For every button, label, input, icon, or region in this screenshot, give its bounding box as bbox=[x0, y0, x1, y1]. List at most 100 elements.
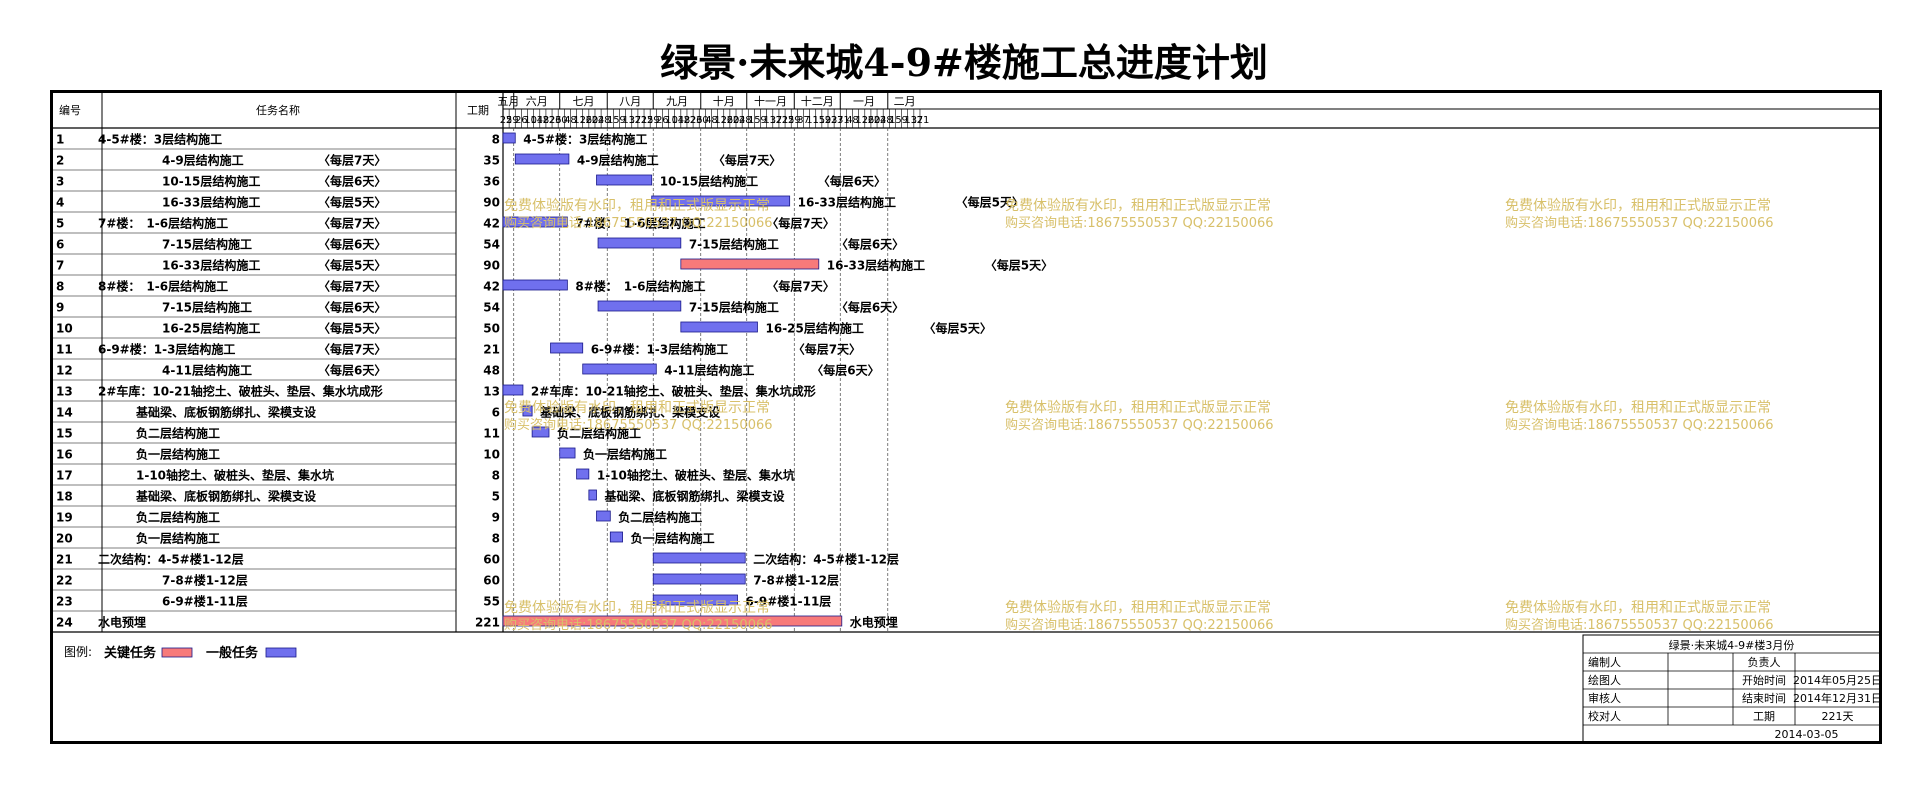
info-box-cell: 审核人 bbox=[1588, 691, 1621, 705]
day-label: 25 bbox=[641, 115, 654, 126]
task-id: 20 bbox=[56, 532, 73, 546]
day-label: 21 bbox=[635, 115, 648, 126]
watermark-text: 购买咨询电话:18675550537 QQ:22150066 bbox=[1005, 417, 1274, 433]
task-id: 8 bbox=[56, 280, 64, 294]
task-duration: 8 bbox=[492, 133, 500, 147]
month-label: 九月 bbox=[666, 95, 688, 108]
task-id: 4 bbox=[56, 196, 64, 210]
watermark-text: 免费体验版有水印，租用和正式版显示正常 bbox=[1505, 198, 1771, 214]
info-box-date: 2014-03-05 bbox=[1775, 728, 1839, 741]
info-box-cell: 221天 bbox=[1822, 710, 1854, 723]
task-id: 17 bbox=[56, 469, 73, 483]
task-rate: 〈每层5天〉 bbox=[318, 195, 386, 210]
bar-label: 水电预埋 bbox=[850, 615, 898, 630]
day-label: 1 bbox=[748, 115, 754, 126]
day-label: 18 bbox=[678, 115, 691, 126]
bar-rate-label: 〈每层6天〉 bbox=[836, 300, 904, 315]
task-duration: 35 bbox=[483, 154, 500, 168]
info-box-cell: 绘图人 bbox=[1588, 673, 1621, 687]
task-name: 二次结构：4-5#楼1-12层 bbox=[98, 552, 244, 567]
info-box-cell: 结束时间 bbox=[1742, 692, 1786, 705]
task-bar bbox=[582, 363, 657, 375]
day-label: 12 bbox=[573, 115, 586, 126]
day-label: 22 bbox=[684, 115, 697, 126]
task-bar bbox=[609, 531, 623, 543]
day-label: 30 bbox=[555, 115, 568, 126]
day-label: 13 bbox=[904, 115, 917, 126]
watermark-text: 免费体验版有水印，租用和正式版显示正常 bbox=[504, 400, 770, 416]
day-label: 17 bbox=[770, 115, 783, 126]
bar-rate-label: 〈每层6天〉 bbox=[836, 237, 904, 252]
task-id: 13 bbox=[56, 385, 73, 399]
day-label: 20 bbox=[868, 115, 881, 126]
watermark-text: 购买咨询电话:18675550537 QQ:22150066 bbox=[1005, 617, 1274, 633]
task-name: 8#楼： 1-6层结构施工 bbox=[98, 279, 228, 294]
bar-rate-label: 〈每层6天〉 bbox=[811, 363, 879, 378]
task-duration: 42 bbox=[483, 217, 500, 231]
day-label: 5 bbox=[895, 115, 901, 126]
task-id: 11 bbox=[56, 343, 73, 357]
day-label: 13 bbox=[763, 115, 776, 126]
task-bar bbox=[597, 300, 682, 312]
task-name: 7-15层结构施工 bbox=[162, 300, 252, 315]
task-name: 6-9#楼1-11层 bbox=[162, 594, 248, 609]
task-id: 3 bbox=[56, 175, 64, 189]
day-label: 5 bbox=[613, 115, 619, 126]
task-bar bbox=[522, 405, 533, 417]
task-duration: 90 bbox=[483, 196, 500, 210]
bar-label: 7-15层结构施工 bbox=[689, 237, 779, 252]
bar-label: 16-33层结构施工 bbox=[798, 195, 896, 210]
bar-label: 6-9#楼：1-3层结构施工 bbox=[591, 342, 728, 357]
task-bar bbox=[652, 552, 746, 564]
day-label: 1 bbox=[889, 115, 895, 126]
task-name: 水电预埋 bbox=[98, 615, 146, 630]
day-label: 9 bbox=[901, 115, 907, 126]
header-duration-label: 工期 bbox=[467, 104, 489, 117]
month-label: 十一月 bbox=[754, 94, 787, 108]
day-label: 26 bbox=[690, 115, 703, 126]
bar-rate-label: 〈每层6天〉 bbox=[818, 174, 886, 189]
task-duration: 11 bbox=[483, 427, 500, 441]
task-id: 12 bbox=[56, 364, 73, 378]
day-label: 8 bbox=[570, 115, 576, 126]
task-duration: 50 bbox=[483, 322, 500, 336]
task-bar bbox=[502, 384, 524, 396]
month-label: 七月 bbox=[572, 95, 594, 108]
month-label: 十月 bbox=[713, 94, 735, 108]
legend-normal-label: 一般任务 bbox=[206, 645, 259, 661]
day-label: 21 bbox=[917, 115, 930, 126]
watermark-text: 免费体验版有水印，租用和正式版显示正常 bbox=[1005, 198, 1271, 214]
task-id: 22 bbox=[56, 574, 73, 588]
day-label: 29 bbox=[506, 115, 519, 126]
task-rate: 〈每层6天〉 bbox=[318, 363, 386, 378]
task-bar bbox=[531, 426, 550, 438]
day-label: 17 bbox=[911, 115, 924, 126]
task-bar bbox=[576, 468, 590, 480]
bar-label: 4-11层结构施工 bbox=[664, 363, 754, 378]
task-id: 5 bbox=[56, 217, 64, 231]
task-duration: 60 bbox=[483, 574, 500, 588]
day-label: 2 bbox=[656, 115, 662, 126]
day-label: 28 bbox=[739, 115, 752, 126]
task-name: 7-8#楼1-12层 bbox=[162, 573, 248, 588]
task-duration: 6 bbox=[492, 406, 500, 420]
task-name: 基础梁、底板钢筋绑扎、梁模支设 bbox=[135, 405, 317, 420]
day-label: 11 bbox=[806, 115, 819, 126]
day-label: 24 bbox=[592, 115, 605, 126]
day-label: 9 bbox=[760, 115, 766, 126]
day-label: 4 bbox=[564, 115, 570, 126]
day-label: 3 bbox=[797, 115, 803, 126]
day-label: 28 bbox=[880, 115, 893, 126]
task-duration: 21 bbox=[483, 343, 500, 357]
task-name: 负二层结构施工 bbox=[136, 510, 220, 525]
gantt-frame bbox=[50, 90, 1882, 744]
task-id: 14 bbox=[56, 406, 73, 420]
info-box-title: 绿景·未来城4-9#楼3月份 bbox=[1669, 638, 1795, 652]
task-name: 负一层结构施工 bbox=[136, 447, 220, 462]
day-label: 8 bbox=[852, 115, 858, 126]
task-id: 7 bbox=[56, 259, 64, 273]
month-label: 一月 bbox=[853, 95, 875, 108]
task-name: 7-15层结构施工 bbox=[162, 237, 252, 252]
watermark-text: 购买咨询电话:18675550537 QQ:22150066 bbox=[1005, 215, 1274, 231]
task-id: 18 bbox=[56, 490, 73, 504]
